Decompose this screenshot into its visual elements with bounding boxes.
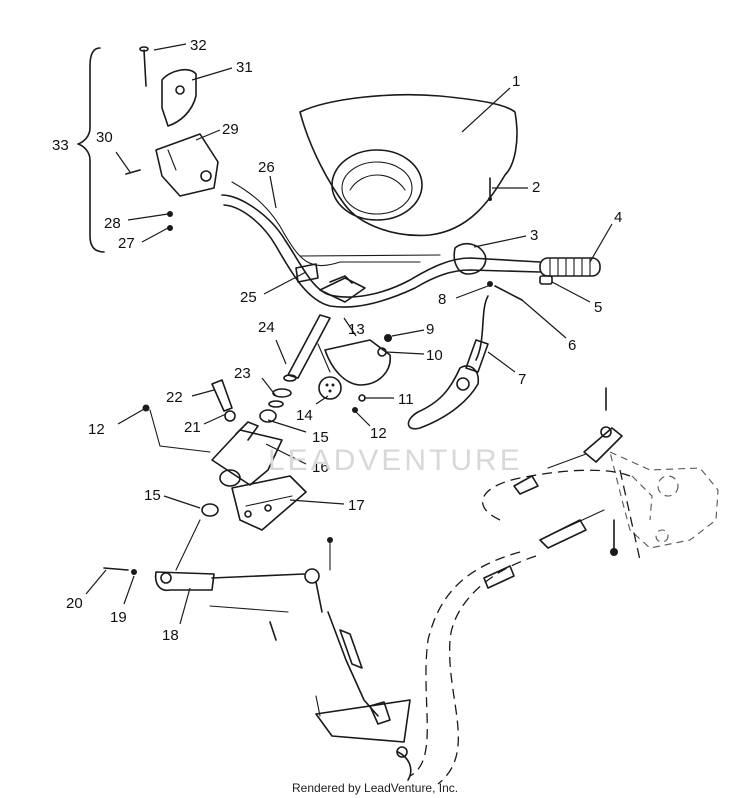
- assembly-axes: [149, 343, 331, 613]
- callout-29: 29: [222, 121, 239, 138]
- steering-block: [211, 421, 283, 487]
- callout-27: 27: [118, 235, 135, 252]
- switch-screw: [125, 169, 141, 175]
- callout-17: 17: [348, 497, 365, 514]
- lower-bushing: [201, 503, 219, 517]
- callout-11: 11: [398, 391, 414, 408]
- leader-lines: [85, 43, 613, 625]
- callout-28: 28: [104, 215, 121, 232]
- callout-4: 4: [614, 209, 622, 226]
- steering-post: [283, 314, 331, 382]
- callout-2: 2: [532, 179, 540, 196]
- switch-housing: [155, 133, 219, 197]
- bar-clamp-band: [295, 263, 319, 283]
- callout-33: 33: [52, 137, 69, 154]
- handlebar-clamp: [319, 275, 366, 303]
- cover-bolt: [384, 334, 392, 342]
- pivot-nut: [224, 410, 236, 422]
- callout-6: 6: [568, 337, 576, 354]
- steering-bushing: [318, 376, 342, 400]
- callout-1: 1: [512, 73, 520, 90]
- switch-pin: [139, 46, 149, 87]
- callout-labels: 1 2 3 4 5 6 7 8 9 10 11 12 12 13 14 15 1…: [52, 37, 622, 644]
- watermark: LEADVENTURE: [268, 444, 523, 477]
- lever-housing: [453, 243, 487, 275]
- brake-lever-cable: [407, 295, 489, 430]
- switch-nut: [167, 225, 173, 231]
- callout-32: 32: [190, 37, 207, 54]
- callout-3: 3: [530, 227, 538, 244]
- upper-bushing: [259, 409, 277, 423]
- callout-18: 18: [162, 627, 179, 644]
- callout-8: 8: [438, 291, 446, 308]
- handlebar-grip: [539, 257, 601, 277]
- housing-screw: [494, 285, 523, 301]
- arm-washer: [131, 569, 137, 575]
- callout-31: 31: [236, 59, 253, 76]
- handlebar: [221, 181, 541, 308]
- steering-arm: [154, 571, 305, 592]
- switch-clip: [161, 68, 197, 127]
- callout-12-left: 12: [88, 421, 105, 438]
- callout-20: 20: [66, 595, 83, 612]
- cable-nut: [487, 281, 493, 287]
- pivot-bolt: [211, 379, 233, 412]
- carb-cable-end: [483, 387, 623, 589]
- callout-10: 10: [426, 347, 443, 364]
- carburetor-ghost: [609, 451, 719, 549]
- steering-bracket: [231, 475, 307, 531]
- cover-nut: [352, 407, 358, 413]
- grip-plug: [539, 275, 553, 285]
- switch-assembly-bracket: [77, 47, 105, 253]
- switch-lock-washer: [167, 211, 173, 217]
- callout-15-upper: 15: [312, 429, 329, 446]
- callout-21: 21: [184, 419, 201, 436]
- callout-26: 26: [258, 159, 275, 176]
- pod-screw: [488, 177, 492, 201]
- callout-19: 19: [110, 609, 127, 626]
- arm-bolt: [103, 567, 129, 571]
- callout-23: 23: [234, 365, 251, 382]
- tie-rod-end: [269, 537, 333, 641]
- callout-15-lower: 15: [144, 487, 161, 504]
- callout-30: 30: [96, 129, 113, 146]
- callout-25: 25: [240, 289, 257, 306]
- headlight-pod: [299, 94, 518, 237]
- callout-22: 22: [166, 389, 183, 406]
- callout-14: 14: [296, 407, 313, 424]
- callout-9: 9: [426, 321, 434, 338]
- callout-13: 13: [348, 321, 365, 338]
- throttle-cable-lower: [315, 611, 412, 781]
- callout-7: 7: [518, 371, 526, 388]
- callout-16: 16: [312, 459, 329, 476]
- callout-12-right: 12: [370, 425, 387, 442]
- callout-24: 24: [258, 319, 275, 336]
- callout-5: 5: [594, 299, 602, 316]
- dashed-cable-routing: [409, 469, 641, 785]
- render-credit: Rendered by LeadVenture, Inc.: [292, 781, 458, 795]
